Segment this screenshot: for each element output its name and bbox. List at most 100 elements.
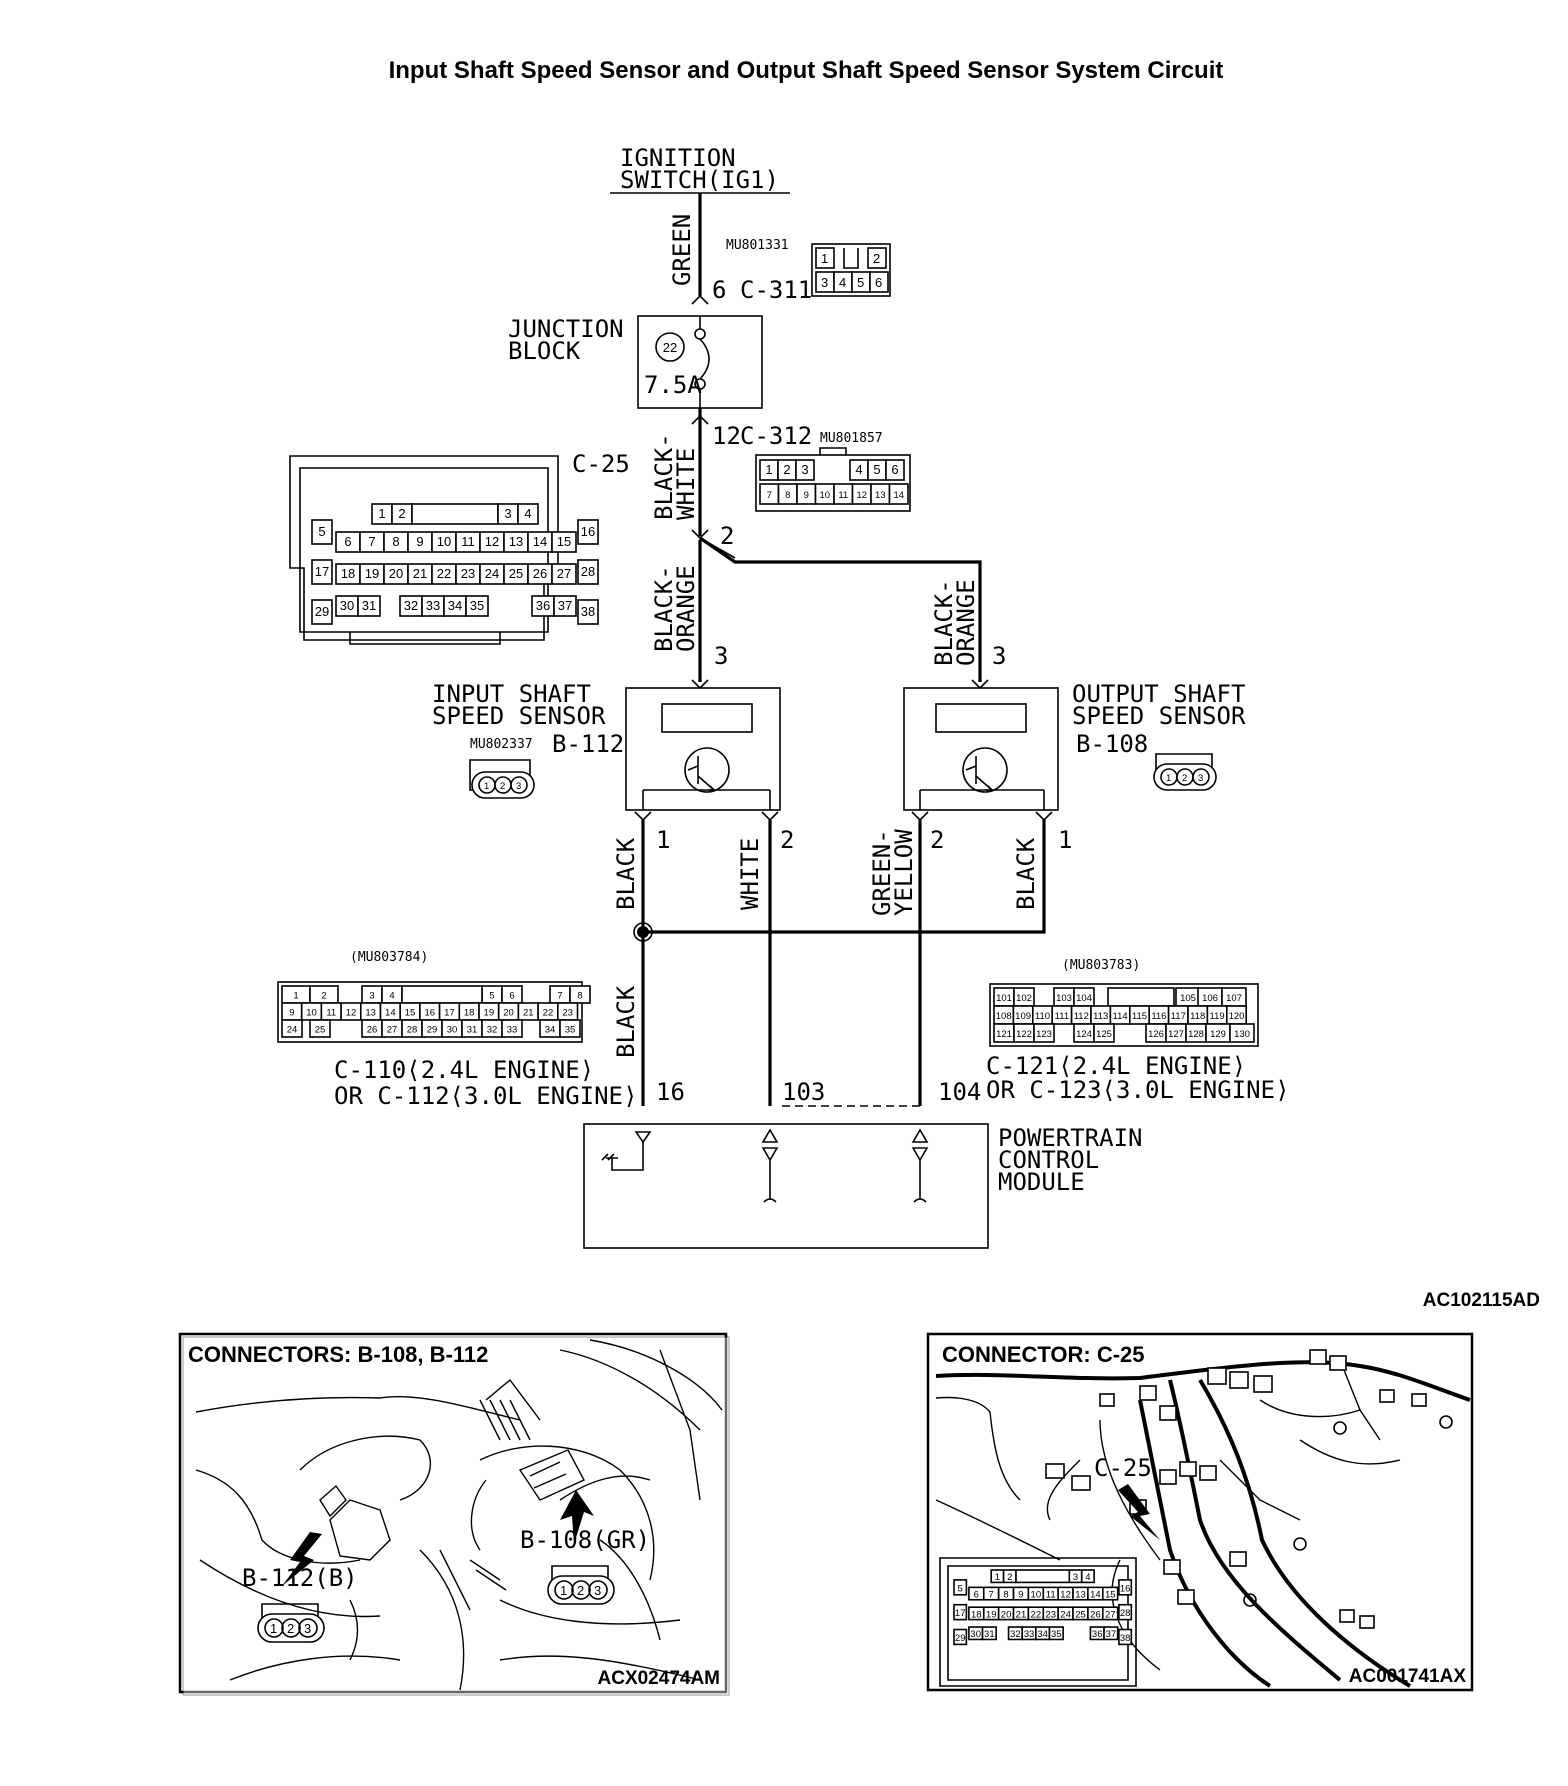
c121-pin-123-cell	[1033, 1023, 1055, 1043]
c121-pin-105: 105	[1180, 993, 1196, 1004]
fuse-symbol	[699, 338, 710, 380]
c25-panel-pin-1: 1	[995, 1572, 1000, 1583]
c311-pin-number: 6	[712, 276, 726, 304]
output-conn-pin-2: 2	[1182, 773, 1187, 784]
arrow-b112	[282, 1532, 322, 1586]
c25-pin-5-cell	[311, 519, 333, 545]
c25-panel-pin-32: 32	[1010, 1629, 1021, 1640]
c312-pin-2: 2	[783, 462, 790, 477]
c121-pin-120: 120	[1229, 1011, 1245, 1022]
c311-part-number: MU801331	[726, 238, 789, 253]
c25-panel-pin-13: 13	[1075, 1590, 1086, 1601]
ignition-label-line1: IGNITION	[620, 144, 736, 172]
c312-pin-8: 8	[785, 490, 790, 501]
c312-pin-1: 1	[765, 462, 772, 477]
c25-pin-15-cell	[551, 531, 577, 553]
c312-pin-6-cell	[885, 459, 905, 481]
c311-pin-2: 2	[873, 251, 880, 266]
c25-panel-pin-34: 34	[1037, 1629, 1048, 1640]
pcm-pin-104: 104	[938, 1078, 981, 1106]
pcm-pin-103: 103	[782, 1078, 825, 1106]
c25-panel-pin-14: 14	[1090, 1590, 1101, 1601]
c110-pin-2: 2	[321, 991, 326, 1002]
c110-pin-30: 30	[447, 1025, 458, 1036]
c25-panel-pin-10: 10	[1031, 1590, 1042, 1601]
output-sensor-label-line1: OUTPUT SHAFT	[1072, 680, 1245, 708]
c110-pin-4: 4	[389, 991, 394, 1002]
junction-label-line1: JUNCTION	[508, 315, 624, 343]
harness-connectors	[1045, 1349, 1453, 1629]
input-sensor-label-line1: INPUT SHAFT	[432, 680, 591, 708]
c25-connector-name: C-25	[572, 450, 630, 478]
c25-panel-pin-29-cell	[953, 1628, 968, 1646]
c25-pin-31: 31	[362, 598, 376, 613]
c121-pin-108: 108	[996, 1011, 1012, 1022]
c121-pin-130-cell	[1229, 1023, 1255, 1043]
c25-pin-3: 3	[504, 506, 511, 521]
c121-pin-119: 119	[1210, 1011, 1225, 1022]
b108-face-pin-1: 1	[560, 1583, 567, 1598]
c121-pin-111: 111	[1055, 1011, 1069, 1022]
splice-pin-number: 2	[720, 522, 734, 550]
c25-pin-37-cell	[553, 595, 577, 617]
c121-pin-109: 109	[1015, 1011, 1031, 1022]
c110-pin-22: 22	[543, 1008, 554, 1019]
c110-pin-6: 6	[509, 991, 514, 1002]
c121-pin-104: 104	[1076, 993, 1092, 1004]
ignition-switch: IGNITION SWITCH(IG1)	[610, 144, 790, 194]
fuse-rating: 7.5A	[644, 371, 702, 399]
c110-pin-16: 16	[424, 1008, 435, 1019]
output-shaft-speed-sensor: 3 OUTPUT SHAFT SPEED SENSOR B-108 2 1 1 …	[903, 642, 1246, 854]
c121-label-line1: C-121⟨2.4L ENGINE⟩	[986, 1052, 1246, 1080]
label-b108: B-108(GR)	[520, 1526, 650, 1554]
c110-pin-19: 19	[484, 1008, 495, 1019]
c110-pin-11: 11	[326, 1008, 336, 1019]
panel-connector-c25: CONNECTOR: C-25	[926, 1332, 1474, 1692]
c121-pin-112: 112	[1074, 1011, 1089, 1022]
c121-part-number: (MU803783)	[1062, 958, 1140, 973]
c311-pin-5: 5	[857, 275, 864, 290]
c312-pin-number: 12	[712, 422, 741, 450]
c110-pin-33-cell	[501, 1019, 523, 1038]
c25-panel-pin-5-cell	[953, 1579, 968, 1596]
c110-label-line1: C-110⟨2.4L ENGINE⟩	[334, 1056, 594, 1084]
wire-label-white: WHITE	[736, 838, 764, 910]
c25-panel-pin-4: 4	[1085, 1572, 1090, 1583]
ignition-label-line2: SWITCH(IG1)	[620, 166, 779, 194]
c312-pin-arrow	[691, 414, 709, 425]
c25-pin-11: 11	[461, 534, 475, 549]
c25-panel-pin-17-cell	[953, 1603, 968, 1621]
output-conn-pin-1: 1	[1166, 773, 1171, 784]
c25-pin-27-cell	[551, 563, 577, 585]
c25-panel-pin-37: 37	[1106, 1629, 1117, 1640]
c121-pin-117: 117	[1171, 1011, 1186, 1022]
c311-pin-arrow	[691, 294, 709, 305]
c312-pin-5: 5	[873, 462, 880, 477]
panel-left-b108-face: 1 2 3	[547, 1565, 615, 1605]
c312-pin-12: 12	[856, 490, 867, 501]
c312-connector-name: C-312	[740, 422, 812, 450]
c25-panel-pin-15: 15	[1105, 1590, 1116, 1601]
c25-panel-pin-24: 24	[1060, 1609, 1071, 1620]
c25-pin-34: 34	[448, 598, 462, 613]
c25-pin-22: 22	[437, 566, 451, 581]
c121-pin-126: 126	[1148, 1029, 1164, 1040]
c25-pin-24: 24	[485, 566, 499, 581]
c121-pin-118: 118	[1190, 1011, 1205, 1022]
output-sensor-pin-2: 2	[930, 826, 944, 854]
c311-connector-name: C-311	[740, 276, 812, 304]
c25-panel-pin-28: 28	[1120, 1608, 1131, 1619]
c25-pin-16-cell	[577, 519, 599, 545]
wire-label-black-1: BLACK	[612, 837, 640, 910]
c25-panel-pin-9: 9	[1018, 1590, 1023, 1601]
input-sensor-label-line2: SPEED SENSOR	[432, 702, 606, 730]
output-sensor-connector-name: B-108	[1076, 730, 1148, 758]
c110-pin-32: 32	[487, 1025, 498, 1036]
c25-pin-29-cell	[311, 599, 333, 625]
c25-panel-pin-6: 6	[974, 1590, 979, 1601]
c25-pin-9: 9	[416, 534, 423, 549]
c110-pin-14: 14	[385, 1008, 396, 1019]
c110-pin-1: 1	[293, 991, 298, 1002]
